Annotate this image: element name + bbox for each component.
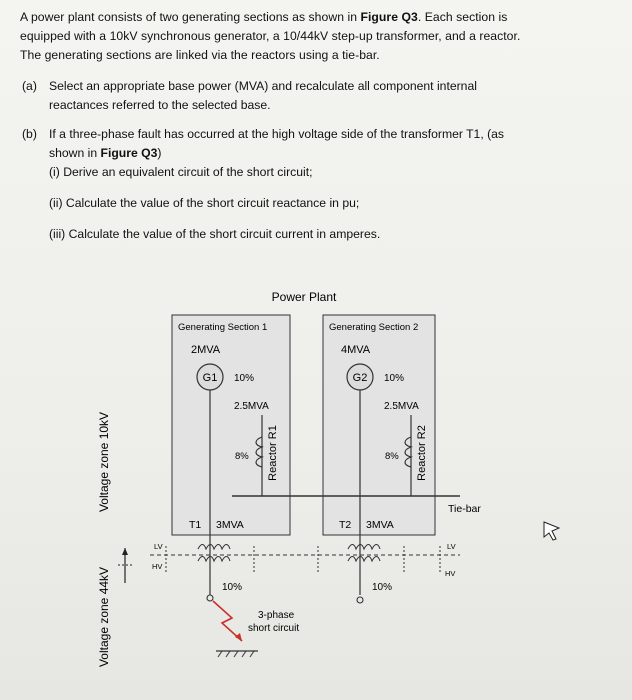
t2-label: T2 xyxy=(339,519,351,531)
r1-rating: 2.5MVA xyxy=(234,401,269,412)
mouse-cursor-icon xyxy=(543,521,561,541)
g2-label: G2 xyxy=(353,372,368,384)
figure-title: Power Plant xyxy=(272,290,337,304)
r2-reactance: 8% xyxy=(385,451,399,462)
t1-lv-winding-icon xyxy=(197,543,231,551)
section-1-box xyxy=(171,314,291,536)
r1-name: Reactor R1 xyxy=(267,425,279,481)
part-b-line-2-end: ) xyxy=(157,146,162,160)
part-b-sub-ii: (ii) Calculate the value of the short ci… xyxy=(49,196,360,210)
part-b-line-2-text: shown in xyxy=(49,146,101,160)
g1-reactance: 10% xyxy=(234,373,254,384)
r1-reactance: 8% xyxy=(235,451,249,462)
t2-lv-winding-icon xyxy=(347,543,381,551)
intro-line-2: equipped with a 10kV synchronous generat… xyxy=(20,29,521,43)
intro-line-3: The generating sections are linked via t… xyxy=(20,48,380,62)
fault-label-1: 3-phase xyxy=(258,610,295,621)
intro-line-1-text: A power plant consists of two generating… xyxy=(20,10,361,24)
r2-rating: 2.5MVA xyxy=(384,401,419,412)
part-b-line-2: shown in Figure Q3) xyxy=(49,144,609,163)
part-b-label: (b) xyxy=(22,127,37,141)
zone-44kv-label: Voltage zone 44kV xyxy=(97,567,111,667)
section-2-title: Generating Section 2 xyxy=(329,322,418,333)
zone-10kv-label: Voltage zone 10kV xyxy=(97,412,111,512)
reactor-r1-coil-icon xyxy=(255,436,265,468)
t2-hv-node xyxy=(356,596,364,604)
intro-line-1-end: . Each section is xyxy=(417,10,508,24)
part-b-line-1: If a three-phase fault has occurred at t… xyxy=(49,127,505,141)
part-b-sub-iii: (iii) Calculate the value of the short c… xyxy=(49,227,381,241)
t1-rating: 3MVA xyxy=(216,519,244,531)
section-1-power: 2MVA xyxy=(191,344,221,356)
intro-line-1: A power plant consists of two generating… xyxy=(20,8,610,27)
fault-label-2: short circuit xyxy=(248,623,299,634)
part-a-line-2: reactances referred to the selected base… xyxy=(49,98,271,112)
part-a-line-1: Select an appropriate base power (MVA) a… xyxy=(49,79,477,93)
figure-ref-b: Figure Q3 xyxy=(100,146,158,160)
tie-bar-label: Tie-bar xyxy=(448,503,481,515)
part-b-sub-i: (i) Derive an equivalent circuit of the … xyxy=(49,165,313,179)
hv-label-left: HV xyxy=(152,562,162,571)
t2-hv-winding-icon xyxy=(347,555,381,563)
hv-label-right: HV xyxy=(445,569,455,578)
fault-node xyxy=(206,594,214,602)
t1-hv-winding-icon xyxy=(197,555,231,563)
r2-name: Reactor R2 xyxy=(416,425,428,481)
lv-label-right: LV xyxy=(447,542,456,551)
g1-label: G1 xyxy=(203,372,218,384)
figure-ref: Figure Q3 xyxy=(360,10,418,24)
section-1-title: Generating Section 1 xyxy=(178,322,267,333)
t1-reactance: 10% xyxy=(222,582,242,593)
t1-label: T1 xyxy=(189,519,201,531)
t2-rating: 3MVA xyxy=(366,519,394,531)
fault-lightning-icon xyxy=(212,600,243,642)
g2-reactance: 10% xyxy=(384,373,404,384)
section-2-box xyxy=(322,314,436,536)
part-b-text: If a three-phase fault has occurred at t… xyxy=(49,125,609,182)
reactor-r2-coil-icon xyxy=(404,436,414,468)
part-a-text: Select an appropriate base power (MVA) a… xyxy=(49,77,609,115)
lv-label-left: LV xyxy=(154,542,163,551)
part-a-label: (a) xyxy=(22,79,37,93)
section-2-power: 4MVA xyxy=(341,344,371,356)
intro-paragraph: A power plant consists of two generating… xyxy=(20,8,610,65)
t2-reactance: 10% xyxy=(372,582,392,593)
zone-arrow-icon xyxy=(122,548,128,555)
